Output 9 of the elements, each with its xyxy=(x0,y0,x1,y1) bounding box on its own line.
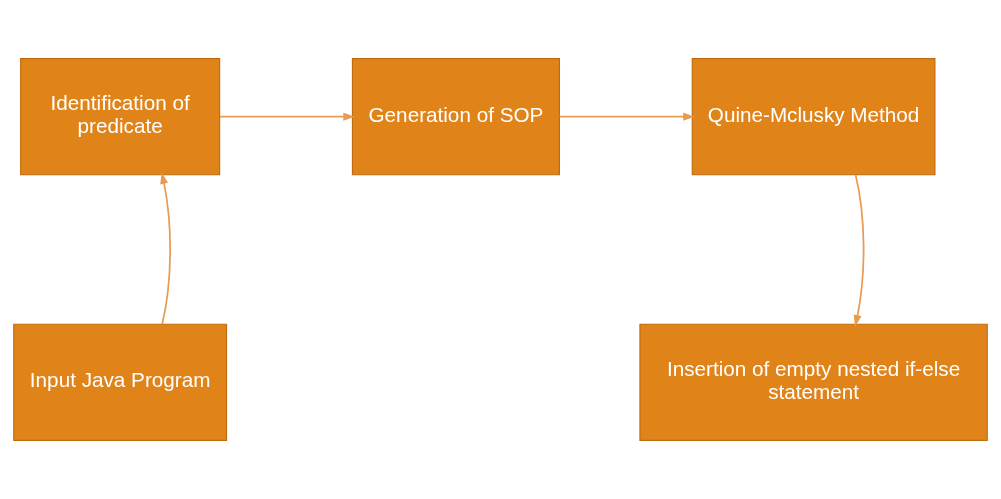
node-box: Generation of SOP xyxy=(351,58,560,176)
arrow xyxy=(218,112,355,121)
node-box: Identification of predicate xyxy=(20,58,221,176)
arrow xyxy=(558,112,695,121)
arrow xyxy=(853,174,865,327)
node-box: Quine-Mclusky Method xyxy=(691,58,936,176)
arrow xyxy=(160,172,171,325)
node-box: Input Java Program xyxy=(13,323,228,441)
node-box: Insertion of empty nested if-else statement xyxy=(639,323,988,441)
